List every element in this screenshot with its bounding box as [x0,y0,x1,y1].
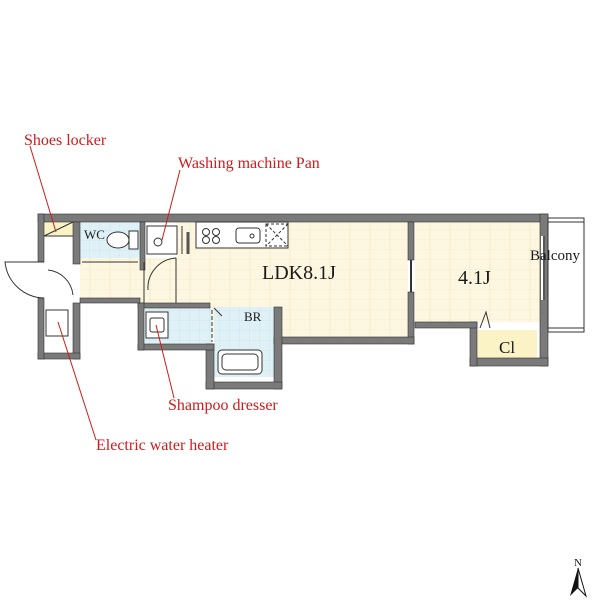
heater-east-wall [72,302,81,360]
toilet-tank [128,230,139,250]
electric-water-heater [45,309,69,337]
ldk-south-wall [273,336,415,345]
room-labels: LDK8.1J 4.1J Cl WC BR Balcony [84,227,580,357]
toilet-label: WC [84,227,105,242]
balcony-outline [547,217,585,333]
leader-shampoo-dresser [155,324,175,399]
entry-inner-wall [72,221,81,265]
closet-floor [477,330,537,358]
fridge-space [265,223,289,247]
partition-wall-lower [407,291,415,345]
kitchen-sink [235,227,261,244]
stove-burner-3 [202,236,210,244]
callout-electric-water-heater: Electric water heater [96,437,229,454]
stove-burner-4 [212,236,220,244]
leader-shoes-locker [29,145,57,233]
toilet-bowl [106,231,130,249]
closet-door [479,310,491,329]
leader-water-heater [57,321,97,441]
washroom-west-wall [137,302,145,351]
washroom-south-wall [137,343,215,351]
callout-labels: Shoes locker Washing machine Pan Shampoo… [24,132,320,454]
balcony-label: Balcony [530,248,580,264]
ldk-door-arc [147,257,177,291]
north-compass: N [570,557,588,598]
compass-label: N [574,557,582,569]
closet-label: Cl [499,338,515,357]
western-room-label: 4.1J [458,267,491,289]
ldk-label: LDK8.1J [262,262,336,284]
partition-wall-upper [407,221,415,261]
toilet-east-wall [139,221,146,271]
kitchen-counter [195,221,289,249]
closet-south-wall [469,357,549,367]
western-south-wall [414,321,478,329]
callout-shoes-locker: Shoes locker [24,132,107,149]
compass-arrow [570,568,578,596]
entrance-door [4,261,45,299]
bathtub [217,349,263,375]
callout-washing-machine-pan: Washing machine Pan [178,155,320,172]
washroom-north-wall [137,302,211,309]
fixtures [4,217,585,375]
callout-leaders [29,145,181,441]
stove-burner-1 [202,228,210,236]
west-wall-upper [37,213,45,263]
bath-west-wall [205,343,215,390]
closet-west-wall [469,321,478,367]
hallway-floor [80,258,176,303]
bathroom-label: BR [244,309,262,324]
bath-south-wall [205,381,283,390]
west-wall-lower [37,297,45,360]
shoes-locker-diagonal [43,221,74,237]
bath-east-wall [273,306,283,390]
callout-shampoo-dresser: Shampoo dresser [168,397,278,414]
washing-machine-drain [153,237,163,247]
leader-washing-machine [161,169,181,241]
hall-lower-wall [79,297,141,304]
north-wall [37,213,549,223]
kitchen-faucet [249,233,255,239]
western-room-floor [415,222,540,322]
stove-burner-2 [212,228,220,236]
inner-door [47,269,74,296]
shampoo-dresser [145,311,169,339]
